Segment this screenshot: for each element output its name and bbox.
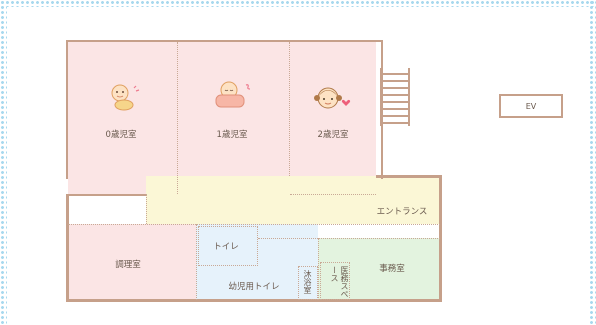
sleeping-baby-icon: [215, 81, 251, 108]
toddler-toilet-label: 幼児用トイレ: [228, 282, 280, 292]
medical-box: [320, 262, 350, 300]
partition-1-2: [289, 42, 290, 176]
frame-border-right: [589, 0, 596, 325]
bath-label: 沐浴室: [303, 270, 312, 294]
room-0-years: [68, 42, 178, 194]
elevator-label: EV: [525, 101, 537, 111]
room-1-years: [178, 42, 290, 194]
partition-0-1: [177, 42, 178, 194]
partition-room2-entrance: [290, 194, 376, 195]
entrance-right-wall: [439, 175, 442, 302]
office-label: 事務室: [379, 264, 405, 274]
stairs: [380, 68, 410, 126]
toilet-label: トイレ: [213, 242, 239, 252]
bath-box: [298, 266, 318, 300]
entrance-area: [146, 176, 440, 224]
kitchen-room: [68, 224, 196, 300]
bottom-wall: [66, 299, 442, 302]
kitchen-label: 調理室: [115, 260, 141, 270]
toddler-girl-icon: [314, 87, 351, 109]
toilet-box: [198, 226, 258, 266]
elevator-box: EV: [499, 94, 563, 118]
room-1-label: 1歳児室: [216, 130, 248, 140]
crawling-baby-icon: [111, 84, 140, 111]
room-0-label: 0歳児室: [105, 130, 137, 140]
medical-label: 医務スペース: [330, 266, 349, 298]
entrance-label: エントランス: [376, 207, 428, 217]
kitchen-wall: [66, 194, 69, 302]
room-2-years: [290, 42, 376, 194]
partition-entrance-left: [146, 194, 147, 224]
partition-office-top: [258, 238, 440, 239]
partition-entrance-bottom: [68, 224, 440, 225]
office-room: [318, 238, 440, 300]
room-2-label: 2歳児室: [317, 130, 349, 140]
entrance-top-wall: [376, 175, 442, 178]
partition-toilet-office: [318, 238, 319, 300]
frame-border-left: [0, 0, 7, 325]
nursery-bottom-wall: [68, 194, 146, 196]
frame-border-top: [0, 0, 596, 7]
partition-kitchen-toilet: [196, 224, 197, 300]
